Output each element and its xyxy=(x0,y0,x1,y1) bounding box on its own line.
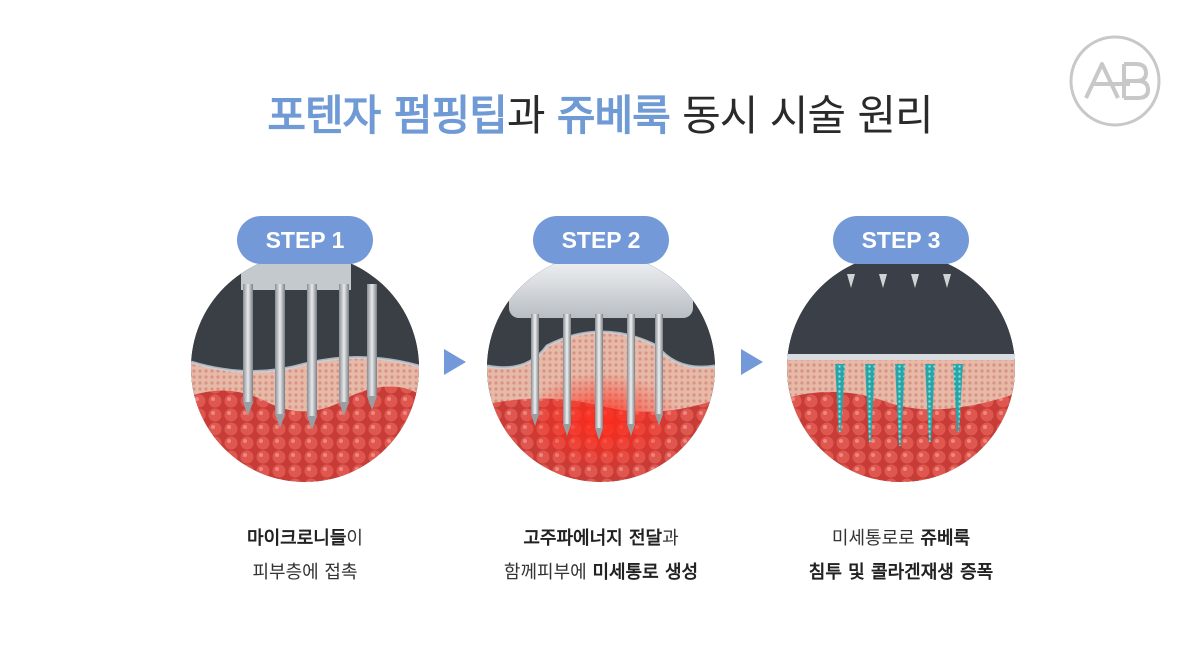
caption-text: 과 xyxy=(662,528,679,549)
caption-bold: 마이크로니들 xyxy=(247,528,347,549)
title-part-principle: 동시 시술 원리 xyxy=(669,91,934,140)
step-2-badge: STEP 2 xyxy=(533,216,669,264)
ab-logo-icon xyxy=(1069,35,1161,127)
caption-bold: 침투 및 콜라겐재생 증폭 xyxy=(808,562,994,583)
step-2-caption-line-1: 고주파에너지 전달과 xyxy=(441,522,761,556)
step-3-badge: STEP 3 xyxy=(833,216,969,264)
caption-bold: 미세통로 생성 xyxy=(592,562,699,583)
right-arrow-icon xyxy=(444,349,466,375)
caption-text: 미세통로로 xyxy=(831,528,921,549)
right-arrow-icon xyxy=(741,349,763,375)
step-1-illustration xyxy=(191,254,419,482)
caption-bold: 고주파에너지 전달 xyxy=(523,528,663,549)
step-1-panel: STEP 1 xyxy=(174,210,434,510)
step-3-panel: STEP 3 xyxy=(770,210,1030,510)
step-3-illustration xyxy=(787,254,1015,482)
step-3-caption: 미세통로로 쥬베룩 침투 및 콜라겐재생 증폭 xyxy=(741,522,1061,590)
step-3-caption-line-1: 미세통로로 쥬베룩 xyxy=(741,522,1061,556)
caption-text: 함께피부에 xyxy=(503,562,593,583)
step-1-badge: STEP 1 xyxy=(237,216,373,264)
title-part-juvelook: 쥬베룩 xyxy=(556,91,671,140)
step-2-caption: 고주파에너지 전달과 함께피부에 미세통로 생성 xyxy=(441,522,761,590)
step-1-caption-line-2: 피부층에 접촉 xyxy=(252,562,358,583)
page-title: 포텐자 펌핑팁과 쥬베룩 동시 시술 원리 xyxy=(0,82,1200,143)
step-2-panel: STEP 2 xyxy=(470,210,730,510)
step-2-illustration xyxy=(487,254,715,482)
caption-bold: 쥬베룩 xyxy=(920,528,971,549)
title-part-potenza: 포텐자 펌핑팁 xyxy=(267,91,507,140)
step-2-caption-line-2: 함께피부에 미세통로 생성 xyxy=(441,556,761,590)
caption-text: 이 xyxy=(346,528,363,549)
step-1-caption: 마이크로니들이 피부층에 접촉 xyxy=(145,522,465,590)
step-3-caption-line-2: 침투 및 콜라겐재생 증폭 xyxy=(741,556,1061,590)
title-part-and: 과 xyxy=(506,91,557,140)
step-1-caption-line-1: 마이크로니들이 xyxy=(145,522,465,556)
